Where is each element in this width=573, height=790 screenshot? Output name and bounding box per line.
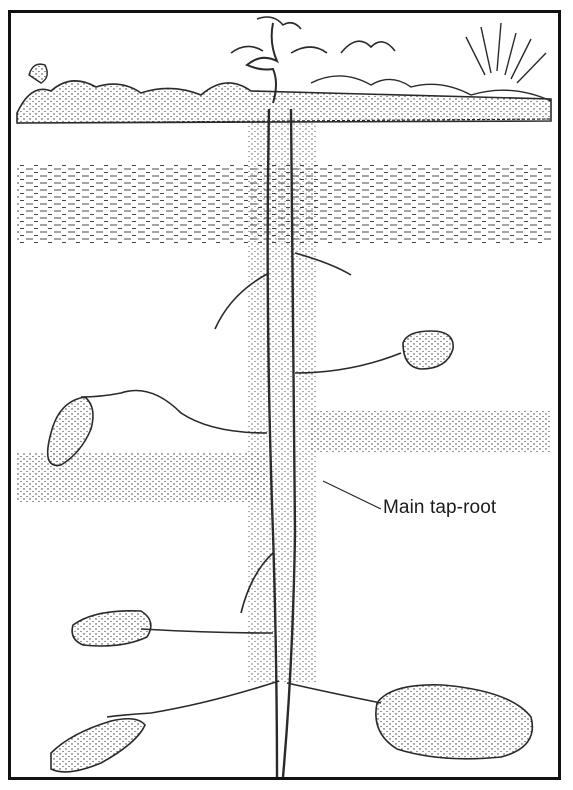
callout-leader-line — [323, 481, 381, 509]
soil-surface — [17, 76, 551, 123]
tuber-bottom-left — [51, 719, 145, 772]
tuber-bottom-right — [376, 685, 533, 759]
tuber-lower-left — [72, 611, 151, 646]
figure-frame: Main tap-root — [8, 10, 561, 780]
tuber-upper-right — [403, 331, 453, 369]
main-tap-root-label: Main tap-root — [383, 497, 496, 519]
main-tap-root — [247, 109, 317, 777]
cassava-root-illustration — [11, 13, 558, 777]
